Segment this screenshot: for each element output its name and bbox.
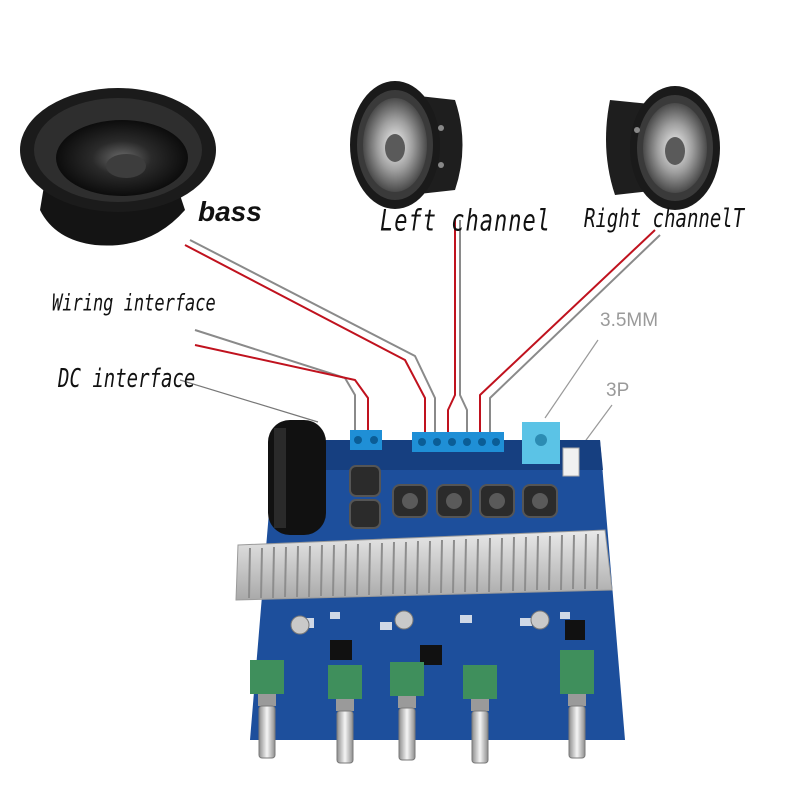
right-speaker-icon <box>606 86 720 210</box>
power-terminal <box>350 430 382 450</box>
bass-speaker-icon <box>20 88 216 246</box>
connector-3p-label: 3P <box>606 380 630 401</box>
right-channel-label: Right channelT <box>584 204 745 234</box>
wires <box>179 220 661 456</box>
connector-3p <box>562 447 580 477</box>
left-channel-label: Left channel <box>380 205 551 239</box>
left-speaker-icon <box>350 81 463 209</box>
dc-interface-label: DC interface <box>58 364 196 394</box>
heatsink <box>235 529 613 601</box>
potentiometer-icon <box>250 650 594 764</box>
speaker-terminal <box>412 432 504 452</box>
bass-label: bass <box>198 196 262 227</box>
wiring-interface-label: Wiring interface <box>52 290 216 317</box>
amplifier-board-icon <box>235 420 625 764</box>
jack-35mm-label: 3.5MM <box>600 310 659 331</box>
